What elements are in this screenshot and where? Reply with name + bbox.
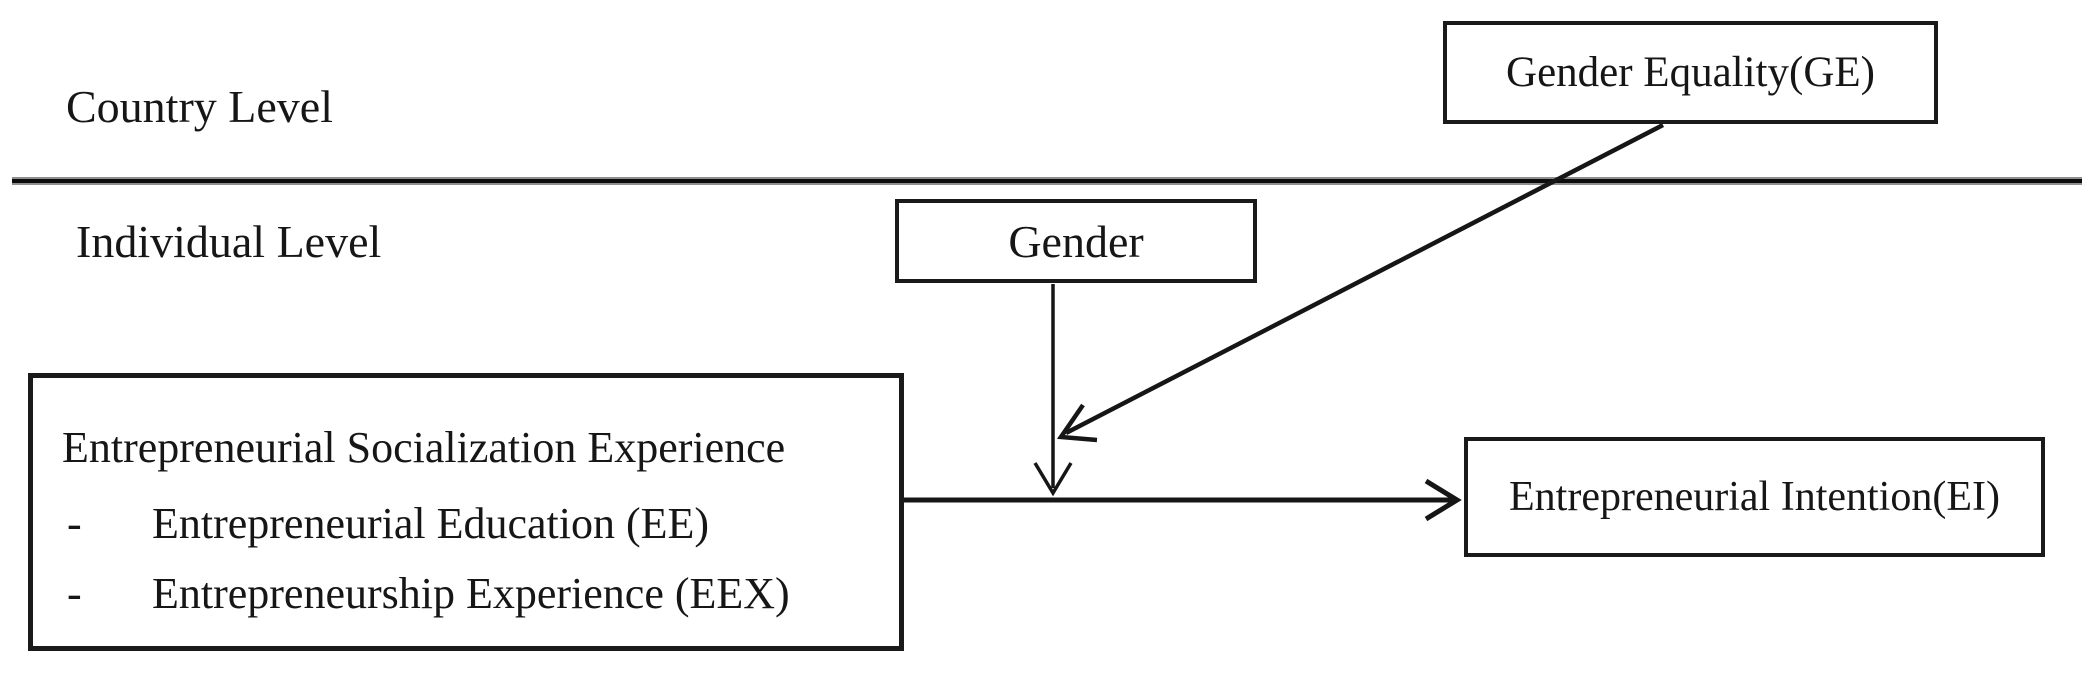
gender-box: Gender <box>895 199 1257 283</box>
gender-moderation-arrow <box>1033 284 1073 497</box>
bullet-dash: - <box>67 569 82 618</box>
ese-to-ei-arrow <box>904 478 1462 522</box>
ese-bullet-ee-label: Entrepreneurial Education (EE) <box>152 499 710 548</box>
ese-title: Entrepreneurial Socialization Experience <box>62 423 786 472</box>
gender-equality-label: Gender Equality(GE) <box>1506 49 1875 96</box>
entrepreneurial-socialization-box: Entrepreneurial Socialization Experience… <box>28 373 904 651</box>
gender-equality-box: Gender Equality(GE) <box>1443 21 1938 124</box>
level-divider-line <box>12 177 2082 185</box>
bullet-dash: - <box>67 499 82 548</box>
entrepreneurial-intention-box: Entrepreneurial Intention(EI) <box>1464 437 2045 557</box>
ese-bullet-ee: - Entrepreneurial Education (EE) <box>67 498 709 551</box>
ese-bullet-eex: - Entrepreneurship Experience (EEX) <box>67 568 790 621</box>
gender-equality-moderation-arrow <box>1056 123 1665 443</box>
country-level-label: Country Level <box>66 81 333 132</box>
entrepreneurial-intention-label: Entrepreneurial Intention(EI) <box>1509 474 2000 520</box>
ese-bullet-eex-label: Entrepreneurship Experience (EEX) <box>152 569 790 618</box>
gender-label: Gender <box>1008 215 1144 267</box>
individual-level-label: Individual Level <box>76 216 382 267</box>
